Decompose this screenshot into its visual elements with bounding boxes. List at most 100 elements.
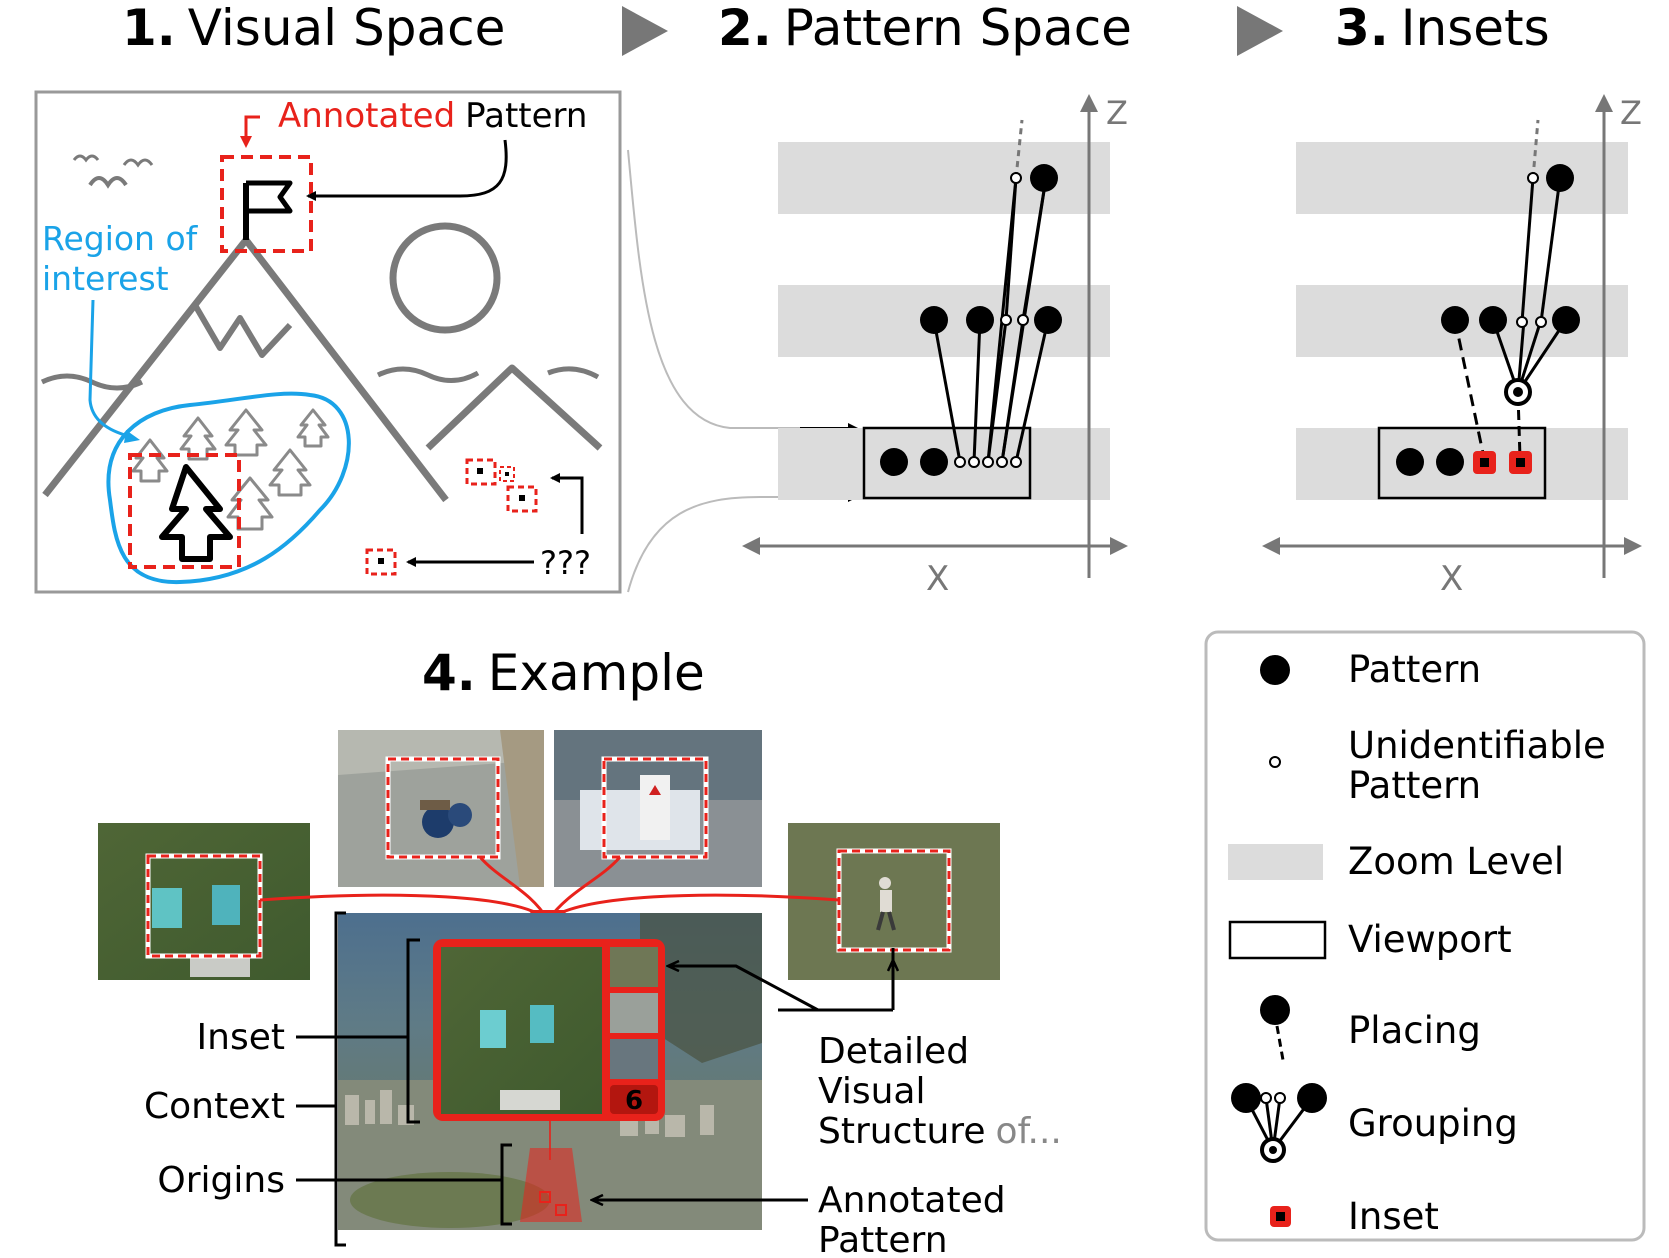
pattern-space-panel: Z X [742,94,1128,599]
annotated-flag-box [220,155,313,253]
zoom-level-band [778,142,1110,214]
origins-bracket [500,1143,512,1226]
bird-icon [88,176,128,189]
unidentifiable-dot [1017,314,1029,326]
region-arrowhead [124,430,140,443]
small-mountain-icon [425,364,603,451]
flag-icon [243,180,293,240]
panel4-label: Example [488,644,705,702]
tree-icon [296,408,330,448]
tree-icon [268,448,312,497]
panel2-number: 2. [718,0,772,57]
panel2-label: Pattern Space [784,0,1132,57]
inset-label: Inset [197,1017,285,1058]
pattern-dot [920,306,948,334]
pattern-black-arrow [306,139,508,201]
tree-icon [179,416,217,461]
thumbnail-toilets [98,823,310,980]
pattern-dot [966,306,994,334]
z-axis-arrow-icon [1080,94,1098,112]
bird-icon [122,158,154,168]
legend: Pattern Unidentifiable Pattern Zoom Leve… [1204,630,1646,1242]
projection-curve-top [627,149,848,429]
origins-overlay [520,1121,582,1222]
annotated-word: Annotated [278,96,455,136]
pattern-dot [920,448,948,476]
legend-unidentifiable-line1: Unidentifiable [1348,724,1606,767]
projection-curve-bottom [627,496,848,593]
region-label-line1: Region of [42,219,199,258]
pattern-dot [880,448,908,476]
inset-overlay: 6 [433,939,665,1121]
legend-pattern-icon [1260,655,1290,685]
region-label-line2: interest [42,259,169,298]
detailed-label-line2: Visual [818,1071,925,1112]
placing-link [1516,393,1522,459]
detailed-suffix: of... [995,1111,1061,1152]
legend-inset-icon [1270,1206,1291,1227]
panel1-title: 1.Visual Space [122,0,505,57]
pattern-dot [1546,164,1574,192]
big-tree-icon [159,464,233,562]
legend-zoom-icon [1228,844,1323,880]
viewport-box [862,426,1032,500]
region-arrow [88,299,126,437]
pattern-dot [1030,164,1058,192]
unidentifiable-dot [954,456,966,468]
thumbnail-debris [338,730,544,887]
pattern-dot [1436,448,1464,476]
wave-line [376,366,480,383]
legend-zoom-label: Zoom Level [1348,840,1564,883]
pattern-dot [1034,306,1062,334]
pattern-word: Pattern [465,96,587,136]
context-bracket [334,911,346,1247]
panel3-label: Insets [1401,0,1550,57]
pattern-dashed-link [1014,119,1024,179]
annotated-tree-box [128,453,241,569]
x-axis-label: X [926,559,949,599]
x-axis-label: X [1440,559,1463,599]
origins-label: Origins [157,1160,285,1201]
inset-marker-center [1516,458,1525,467]
group-count-badge: 6 [625,1086,643,1116]
sun-icon [389,222,501,334]
pattern-dot [1479,306,1507,334]
legend-unidentifiable-icon [1269,756,1281,768]
insets-panel: Z X [1262,94,1642,599]
unidentifiable-dot [996,456,1008,468]
unidentifiable-dot [1010,456,1022,468]
placing-link [1453,319,1486,459]
z-axis-label: Z [1620,94,1642,132]
legend-grouping-label: Grouping [1348,1102,1518,1145]
annotated-red-arrow [240,115,260,148]
group-node-center [1513,387,1523,397]
flow-arrow-icon [622,6,668,56]
bird-icon [72,154,100,163]
unidentifiable-dot [1000,314,1012,326]
snowcap-line [192,303,293,358]
panel3-title: 3.Insets [1335,0,1550,57]
unidentifiable-dot [1535,316,1547,328]
detailed-structure-word: Structure [818,1111,985,1152]
unidentifiable-dot [1516,316,1528,328]
viewport-box [1377,426,1547,500]
zoom-level-band [1296,142,1628,214]
unidentifiable-dot [982,456,994,468]
tree-icon [224,408,268,457]
x-axis-arrow-icon [1262,537,1280,555]
unidentifiable-dot [1010,172,1022,184]
panel4-number: 4. [422,644,476,702]
detailed-label-line1: Detailed [818,1031,969,1072]
panel4-title: 4.Example [422,644,705,702]
inset-marker-center [1480,458,1489,467]
legend-placing-icon [1260,995,1290,1061]
panel3-number: 3. [1335,0,1389,57]
flow-arrow-icon [1237,6,1283,56]
pattern-dot [1441,306,1469,334]
region-of-interest-outline [106,391,351,585]
x-axis-arrow-icon [1624,537,1642,555]
tree-icon [131,438,169,483]
